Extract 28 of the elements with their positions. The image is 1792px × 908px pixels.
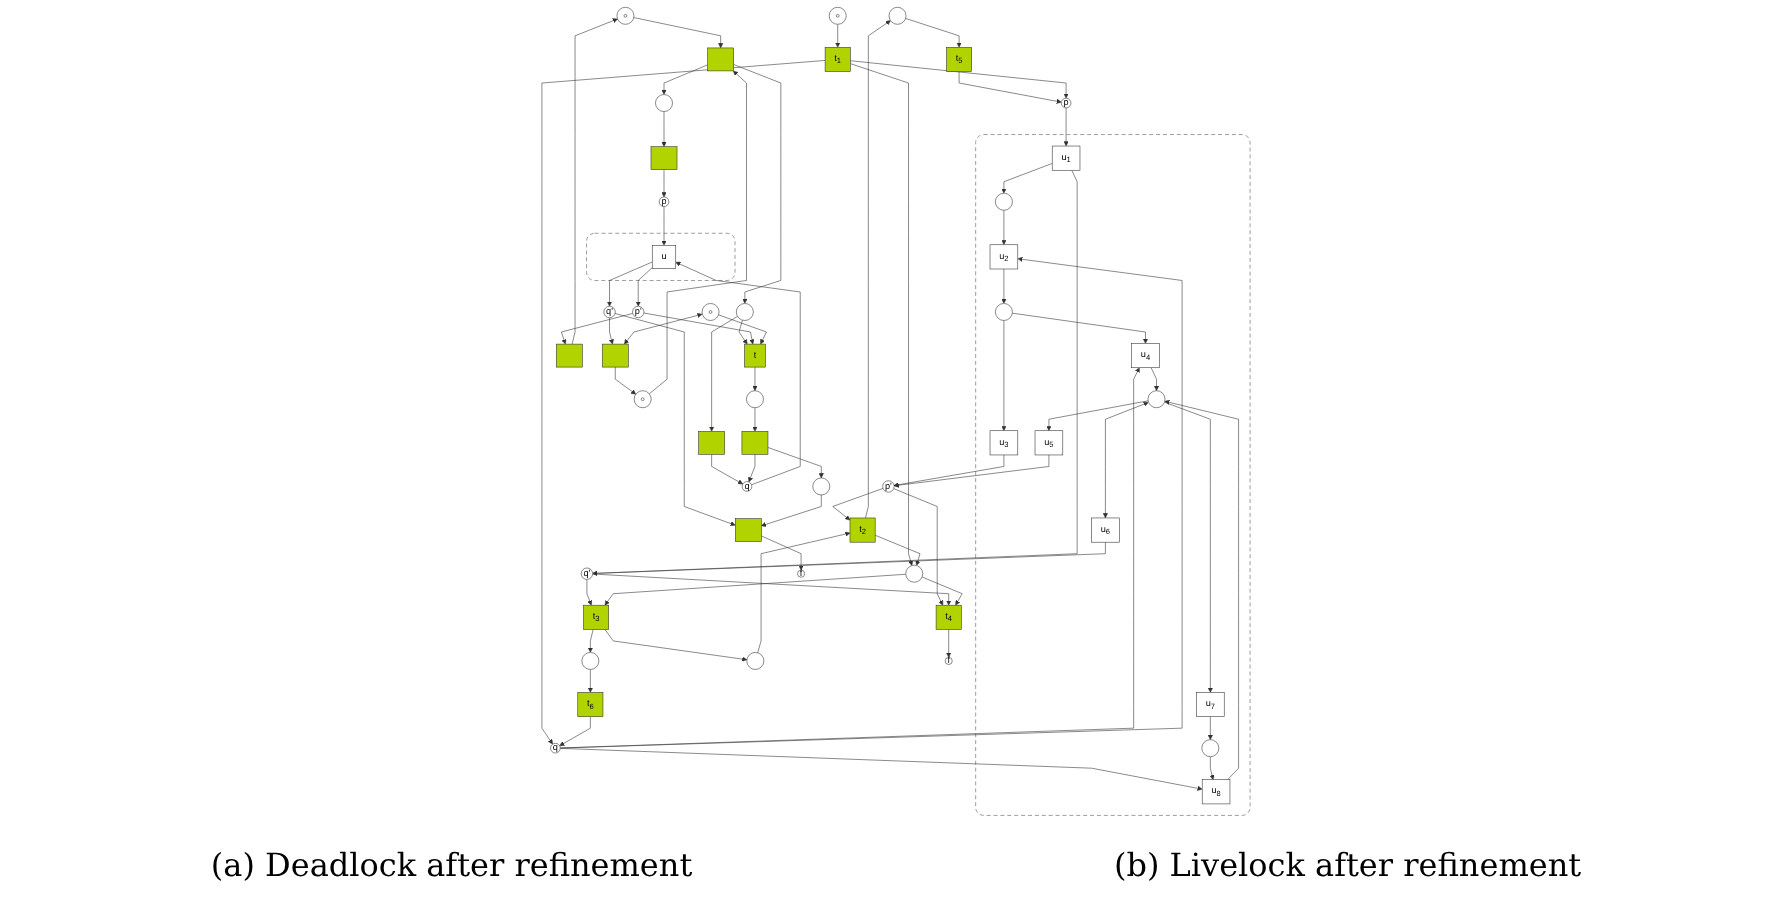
- transition-box: [556, 343, 583, 368]
- place-circle: [746, 652, 765, 670]
- place-circle: [736, 303, 754, 321]
- marked-place-circle: [701, 303, 720, 321]
- transition-box: [650, 146, 678, 170]
- place-circle: [655, 94, 673, 112]
- place-circle: [905, 564, 924, 583]
- place-circle: [746, 390, 764, 409]
- place-circle: [1147, 390, 1166, 409]
- marked-place-circle: [616, 7, 635, 25]
- transition-box: [735, 518, 762, 542]
- place-circle: [995, 303, 1013, 321]
- place-circle: [1201, 739, 1220, 757]
- place-circle: [888, 7, 907, 25]
- dashed-region: [975, 134, 1251, 816]
- transition-box: [707, 47, 734, 72]
- caption: (b) Livelock after refinement: [1113, 845, 1582, 883]
- arrow: [1102, 401, 1149, 519]
- place-circle: [995, 192, 1013, 211]
- caption: (a) Deadlock after refinement: [210, 845, 693, 883]
- dashed-region: [586, 233, 736, 281]
- transition-box: [601, 343, 629, 368]
- marked-place-circle: [828, 7, 847, 25]
- marked-place-circle: [633, 390, 652, 409]
- place-circle: [812, 477, 831, 496]
- transition-box: [698, 431, 725, 455]
- place-circle: [581, 652, 600, 670]
- transition-box: [741, 431, 769, 455]
